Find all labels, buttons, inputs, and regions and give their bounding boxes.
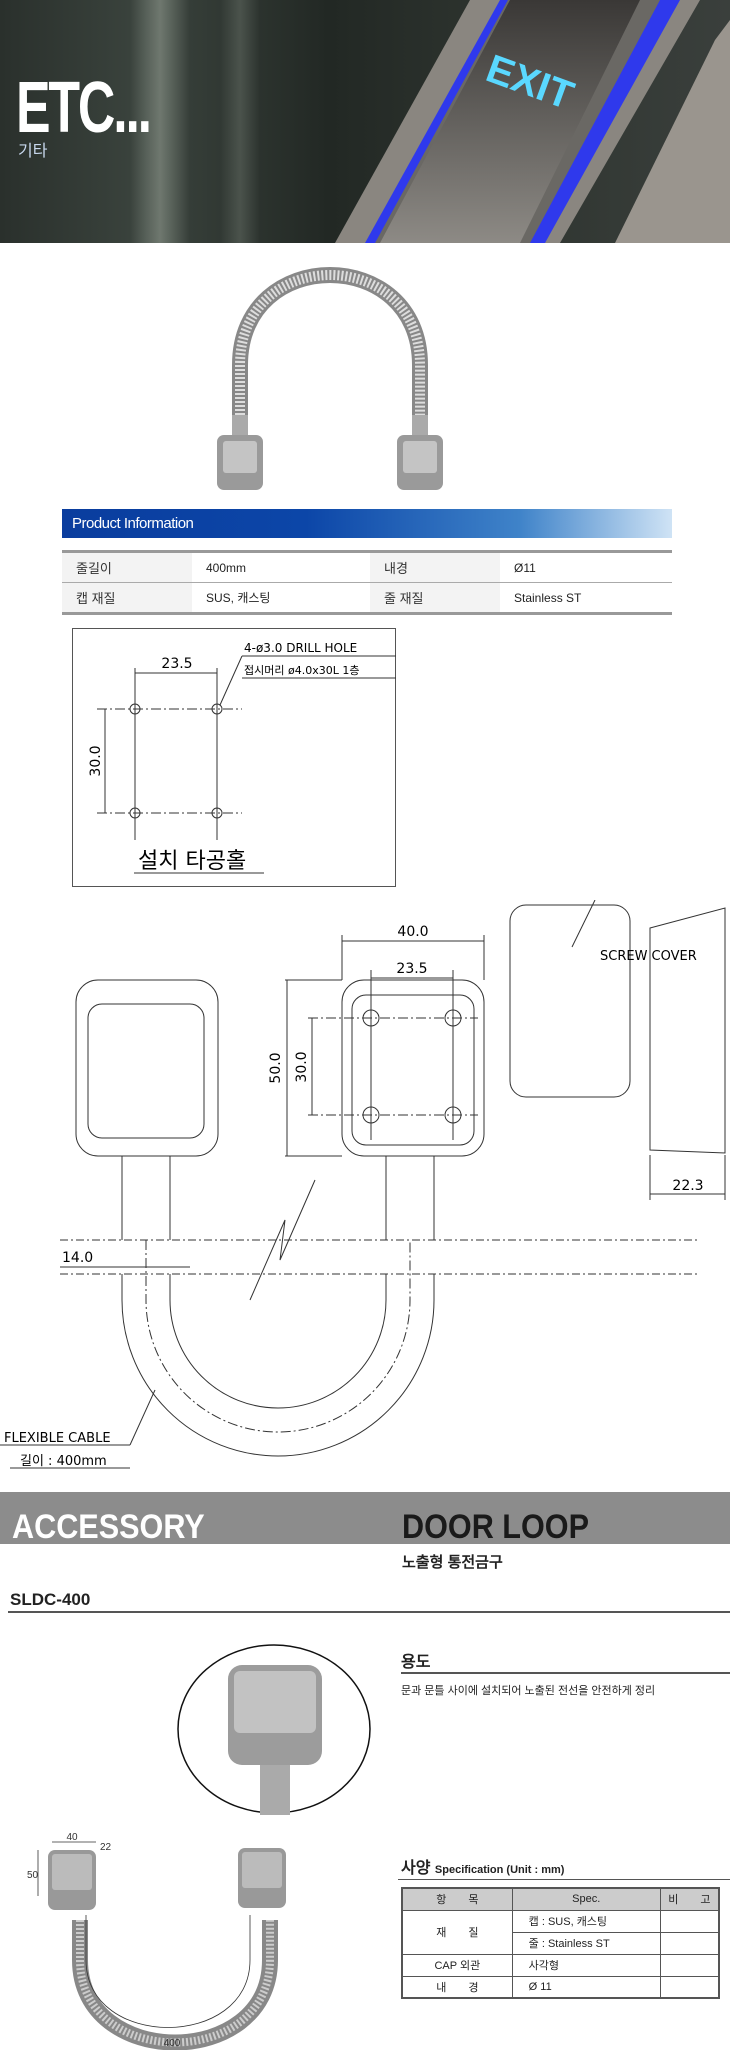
header-item: 항 목 (401, 1887, 513, 1911)
section-title: Product Information (72, 515, 194, 532)
model-number: SLDC-400 (10, 1590, 91, 1609)
table-row: CAP 외관 사각형 (401, 1953, 720, 1977)
screw-note: 접시머리 ø4.0x30L 1층 (244, 664, 359, 677)
door-loop-photo (217, 267, 443, 490)
table-row: 재 질 캡 : SUS, 캐스팅 (401, 1909, 720, 1955)
label-inner-diameter: 내경 (370, 551, 500, 583)
product-subtitle: 노출형 통전금구 (402, 1554, 503, 1571)
value-cord-length: 400mm (192, 551, 370, 583)
table-row: 캡 재질 SUS, 캐스팅 줄 재질 Stainless ST (62, 582, 672, 614)
table-row: 줄 : Stainless ST (402, 1931, 720, 1955)
inner-diameter-value: Ø 11 (511, 1975, 661, 1999)
hole-caption: 설치 타공홀 (138, 849, 246, 874)
page-title: ETC... (16, 68, 152, 148)
dim-width-40: 40.0 (397, 924, 428, 940)
material-cap: 캡 : SUS, 캐스팅 (511, 1909, 661, 1933)
dim-cable-14: 14.0 (62, 1250, 93, 1266)
divider (398, 1879, 730, 1880)
dim-height-50: 50.0 (268, 1052, 284, 1083)
mounting-hole-drawing: 23.5 30.0 4-ø3.0 DRILL HOLE 접시머리 ø4.0x30… (72, 628, 396, 887)
dim-width-23-5: 23.5 (396, 961, 427, 977)
inner-diameter-label: 내 경 (401, 1975, 513, 1999)
spec-heading-ko: 사양 (401, 1860, 431, 1877)
hole-height-dim: 30.0 (88, 745, 104, 776)
cap-shape-value: 사각형 (511, 1953, 661, 1977)
table-row: 내 경 Ø 11 (401, 1975, 720, 1999)
usage-heading: 용도 (401, 1654, 431, 1671)
product-info-table: 줄길이 400mm 내경 Ø11 캡 재질 SUS, 캐스팅 줄 재질 Stai… (62, 550, 672, 615)
material-cord: 줄 : Stainless ST (511, 1931, 661, 1955)
table-row: 줄길이 400mm 내경 Ø11 (62, 551, 672, 583)
header-spec: Spec. (511, 1887, 661, 1911)
accessory-title: ACCESSORY (12, 1510, 205, 1544)
divider (401, 1672, 730, 1674)
label-cap-material: 캡 재질 (62, 582, 192, 614)
screw-cover-label: SCREW COVER (600, 949, 697, 964)
photo-dim-depth: 22 (100, 1842, 112, 1853)
material-label: 재 질 (401, 1909, 513, 1955)
accessory-band (0, 1492, 730, 1544)
hero-banner: EXIT (0, 0, 730, 243)
cap-shape-label: CAP 외관 (401, 1953, 513, 1977)
photo-dim-length: 400 (164, 2038, 181, 2049)
spec-table: 항 목 Spec. 비 고 재 질 캡 : SUS, 캐스팅 줄 : Stain… (401, 1887, 720, 1999)
spec-heading: 사양 Specification (Unit : mm) (401, 1854, 564, 1878)
value-inner-diameter: Ø11 (500, 551, 672, 583)
cap-closeup-photo (177, 1644, 371, 1815)
hole-width-dim: 23.5 (161, 656, 192, 672)
usage-text: 문과 문틀 사이에 설치되어 노출된 전선을 안전하게 정리 (401, 1685, 656, 1697)
label-cord-length: 줄길이 (62, 551, 192, 583)
exit-button-image: EXIT (335, 0, 730, 243)
spec-heading-en: Specification (Unit : mm) (434, 1864, 565, 1876)
product-information-header: Product Information (62, 509, 672, 538)
value-cap-material: SUS, 캐스팅 (206, 591, 271, 605)
divider (8, 1611, 730, 1613)
dim-depth-22-3: 22.3 (672, 1178, 703, 1194)
cable-length-label: 길이 : 400mm (20, 1454, 107, 1469)
dimension-drawing: 40.0 23.5 50.0 30.0 SCREW COVER 22.3 14.… (0, 900, 726, 1469)
photo-dim-height: 50 (27, 1870, 39, 1881)
table-header-row: 항 목 Spec. 비 고 (401, 1887, 720, 1911)
product-title: DOOR LOOP (402, 1508, 590, 1546)
value-cord-material: Stainless ST (514, 590, 582, 605)
flexible-cable-label: FLEXIBLE CABLE (4, 1431, 111, 1446)
dim-height-30: 30.0 (294, 1051, 310, 1082)
label-cord-material: 줄 재질 (370, 582, 500, 614)
drill-hole-note: 4-ø3.0 DRILL HOLE (244, 641, 357, 655)
header-remarks: 비 고 (659, 1887, 720, 1911)
door-loop-dimension-photo: 40 22 50 400 (27, 1832, 286, 2050)
page-subtitle: 기타 (18, 143, 48, 160)
photo-dim-width: 40 (66, 1832, 78, 1843)
